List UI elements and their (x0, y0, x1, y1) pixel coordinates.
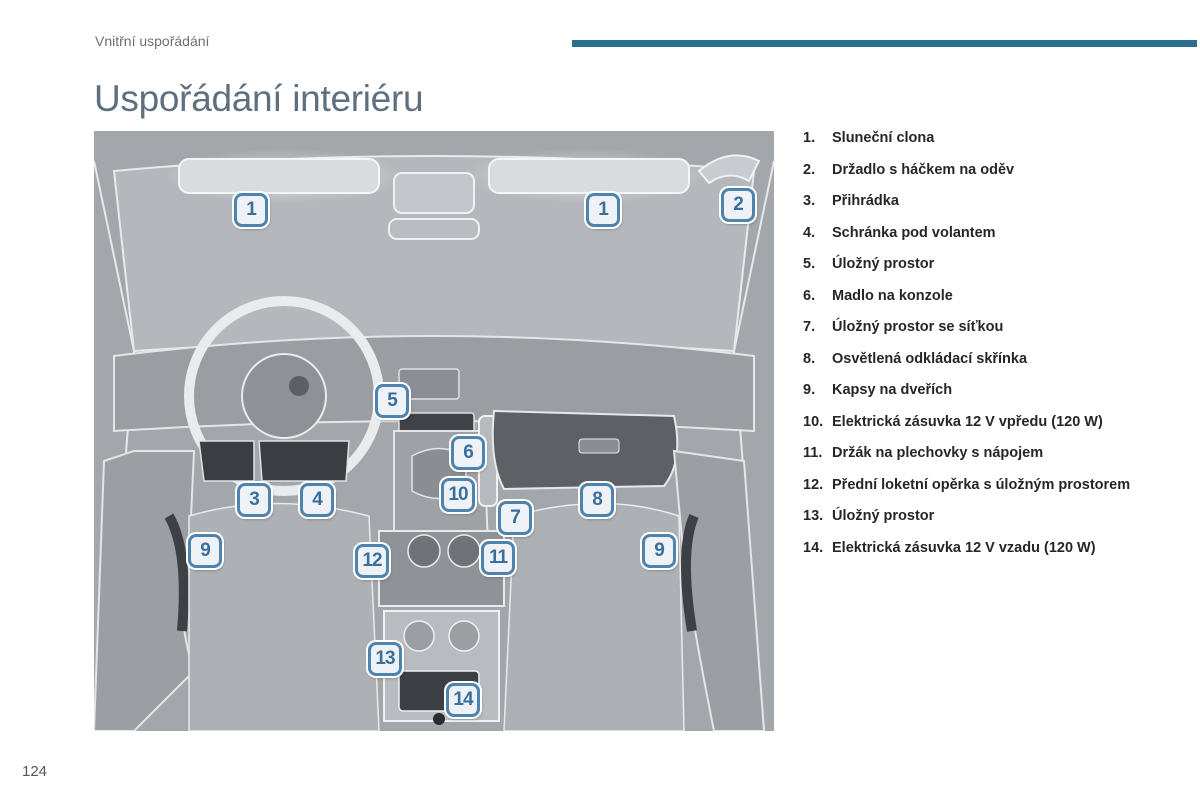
legend-text: Úložný prostor (832, 508, 935, 524)
callout-5: 5 (375, 384, 409, 418)
legend-number: 3. (803, 193, 816, 209)
legend-text: Přihrádka (832, 193, 899, 209)
page-title: Uspořádání interiéru (94, 78, 424, 119)
callout-6: 6 (451, 436, 485, 470)
legend-number: 9. (803, 382, 816, 398)
legend-item: 12. Přední loketní opěrka s úložným prost… (803, 475, 1143, 495)
legend-text: Sluneční clona (832, 130, 935, 146)
legend-item: 3. Přihrádka (803, 191, 1143, 211)
legend-text: Úložný prostor (832, 256, 935, 272)
legend-number: 10. (803, 413, 824, 430)
legend-number: 5. (803, 256, 816, 272)
section-header: Vnitřní uspořádání (95, 33, 210, 49)
legend-item: 14. Elektrická zásuvka 12 V vzadu (120 W) (803, 538, 1143, 558)
callout-1-right: 1 (586, 193, 620, 227)
legend-text: Úložný prostor se síťkou (832, 319, 1004, 335)
legend-number: 11. (803, 445, 823, 461)
sun-visor-right (488, 158, 690, 194)
legend-number: 12. (803, 476, 824, 493)
header-rule (572, 40, 1197, 47)
legend-item: 1. Sluneční clona (803, 128, 1143, 148)
legend-item: 7. Úložný prostor se síťkou (803, 317, 1143, 337)
legend-item: 8. Osvětlená odkládací skřínka (803, 349, 1143, 369)
legend-text: Držák na plechovky s nápojem (832, 445, 1044, 461)
legend-item: 11. Držák na plechovky s nápojem (803, 443, 1143, 463)
legend-number: 4. (803, 224, 816, 241)
legend-text: Osvětlená odkládací skřínka (832, 350, 1028, 367)
callout-1-left: 1 (234, 193, 268, 227)
callout-13: 13 (368, 642, 402, 676)
legend-number: 14. (803, 539, 824, 556)
callout-2: 2 (721, 188, 755, 222)
legend-number: 7. (803, 319, 816, 335)
legend-text: Elektrická zásuvka 12 V vpředu (120 W) (832, 413, 1103, 430)
sun-visor-left (178, 158, 380, 194)
legend-text: Přední loketní opěrka s úložným prostore… (832, 476, 1131, 493)
callout-8: 8 (580, 483, 614, 517)
legend-item: 4. Schránka pod volantem (803, 223, 1143, 243)
callout-11: 11 (481, 541, 515, 575)
callout-10: 10 (441, 478, 475, 512)
callout-12: 12 (355, 544, 389, 578)
legend-text: Madlo na konzole (832, 287, 953, 304)
legend-number: 6. (803, 287, 816, 304)
legend-text: Držadlo s háčkem na oděv (832, 161, 1015, 178)
callout-7: 7 (498, 501, 532, 535)
car-interior-drawing: HY (94, 148, 774, 731)
legend-item: 6. Madlo na konzole (803, 286, 1143, 306)
legend-item: 2. Držadlo s háčkem na oděv (803, 160, 1143, 180)
legend-text: Schránka pod volantem (832, 224, 996, 241)
legend-item: 9. Kapsy na dveřích (803, 380, 1143, 400)
callout-9-right: 9 (642, 534, 676, 568)
legend-item: 10. Elektrická zásuvka 12 V vpředu (120 W… (803, 412, 1143, 432)
legend-text: Elektrická zásuvka 12 V vzadu (120 W) (832, 539, 1096, 556)
legend-text: Kapsy na dveřích (832, 382, 953, 398)
legend-number: 2. (803, 161, 816, 178)
page-number: 124 (22, 763, 48, 780)
callout-9-left: 9 (188, 534, 222, 568)
legend-number: 13. (803, 508, 824, 524)
callout-3: 3 (237, 483, 271, 517)
legend-number: 8. (803, 350, 816, 367)
legend-item: 5. Úložný prostor (803, 254, 1143, 274)
callout-4: 4 (300, 483, 334, 517)
callout-14: 14 (446, 683, 480, 717)
legend-item: 13. Úložný prostor (803, 506, 1143, 526)
legend-number: 1. (803, 130, 816, 146)
legend-list: 1. Sluneční clona 2. Držadlo s háčkem na o… (803, 128, 1143, 569)
interior-illustration: HY 1 1 2 3 4 5 6 7 8 (94, 131, 774, 731)
